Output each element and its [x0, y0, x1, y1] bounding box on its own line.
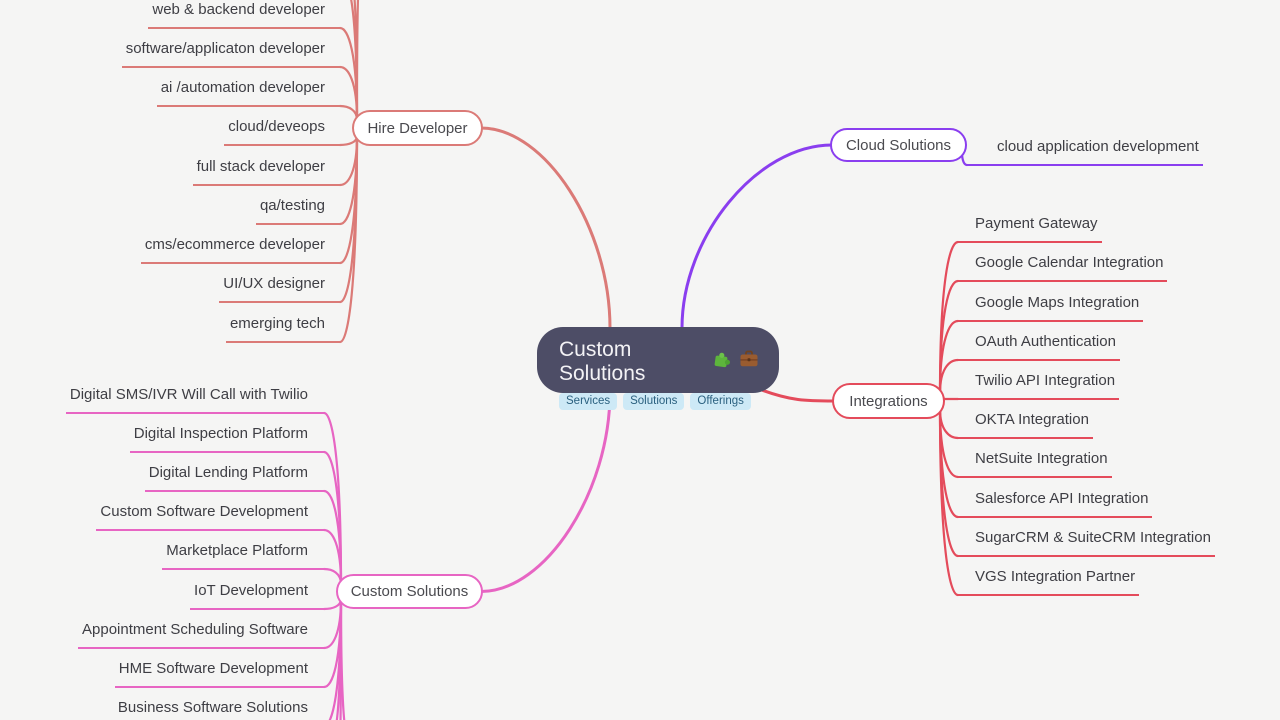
child-label[interactable]: Payment Gateway [958, 214, 1102, 243]
child-label[interactable]: cloud/deveops [224, 117, 340, 146]
child-label[interactable]: Appointment Scheduling Software [78, 620, 324, 649]
child-label[interactable]: Twilio API Integration [958, 371, 1120, 400]
briefcase-icon [739, 350, 759, 374]
root-node[interactable]: Custom Solutions [537, 327, 779, 410]
tag-services: Services [559, 393, 618, 410]
puzzle-icon [712, 350, 731, 375]
child-label[interactable]: NetSuite Integration [958, 449, 1112, 478]
child-label[interactable]: cms/ecommerce developer [140, 235, 340, 264]
child-label[interactable]: UI/UX designer [219, 274, 340, 303]
child-label[interactable]: Google Maps Integration [958, 293, 1144, 322]
tag-offerings: Offerings [690, 393, 751, 410]
branch-node-custom-solutions[interactable]: Custom Solutions [336, 574, 483, 609]
child-label[interactable]: emerging tech [225, 314, 340, 343]
root-title-row: Custom Solutions [559, 338, 759, 386]
child-label[interactable]: web & backend developer [148, 0, 340, 29]
root-tags: Services Solutions Offerings [559, 393, 759, 410]
child-label[interactable]: ai /automation developer [156, 78, 340, 107]
child-label[interactable]: Custom Software Development [96, 502, 324, 531]
branch-node-integrations[interactable]: Integrations [832, 383, 945, 419]
child-label[interactable]: OAuth Authentication [958, 332, 1120, 361]
branch-node-hire-developer[interactable]: Hire Developer [352, 110, 483, 146]
child-label[interactable]: HME Software Development [114, 659, 324, 688]
child-label[interactable]: qa/testing [255, 196, 340, 225]
child-label[interactable]: Digital Inspection Platform [129, 424, 324, 453]
tag-solutions: Solutions [623, 393, 685, 410]
child-label[interactable]: Business Software Solutions [114, 698, 324, 720]
child-label[interactable]: VGS Integration Partner [958, 567, 1140, 596]
child-label[interactable]: Marketplace Platform [162, 541, 324, 570]
child-label[interactable]: IoT Development [190, 581, 324, 610]
child-label[interactable]: cloud application development [967, 137, 1203, 166]
child-label[interactable]: Google Calendar Integration [958, 253, 1168, 282]
root-title: Custom Solutions [559, 338, 646, 385]
child-label[interactable]: OKTA Integration [958, 410, 1093, 439]
child-label[interactable]: Digital SMS/IVR Will Call with Twilio [65, 385, 324, 414]
child-label[interactable]: full stack developer [192, 157, 340, 186]
child-label[interactable]: Digital Lending Platform [144, 463, 324, 492]
child-label[interactable]: Salesforce API Integration [958, 489, 1153, 518]
child-label[interactable]: software/applicaton developer [121, 39, 340, 68]
branch-node-cloud-solutions[interactable]: Cloud Solutions [830, 128, 967, 162]
child-label[interactable]: SugarCRM & SuiteCRM Integration [958, 528, 1215, 557]
